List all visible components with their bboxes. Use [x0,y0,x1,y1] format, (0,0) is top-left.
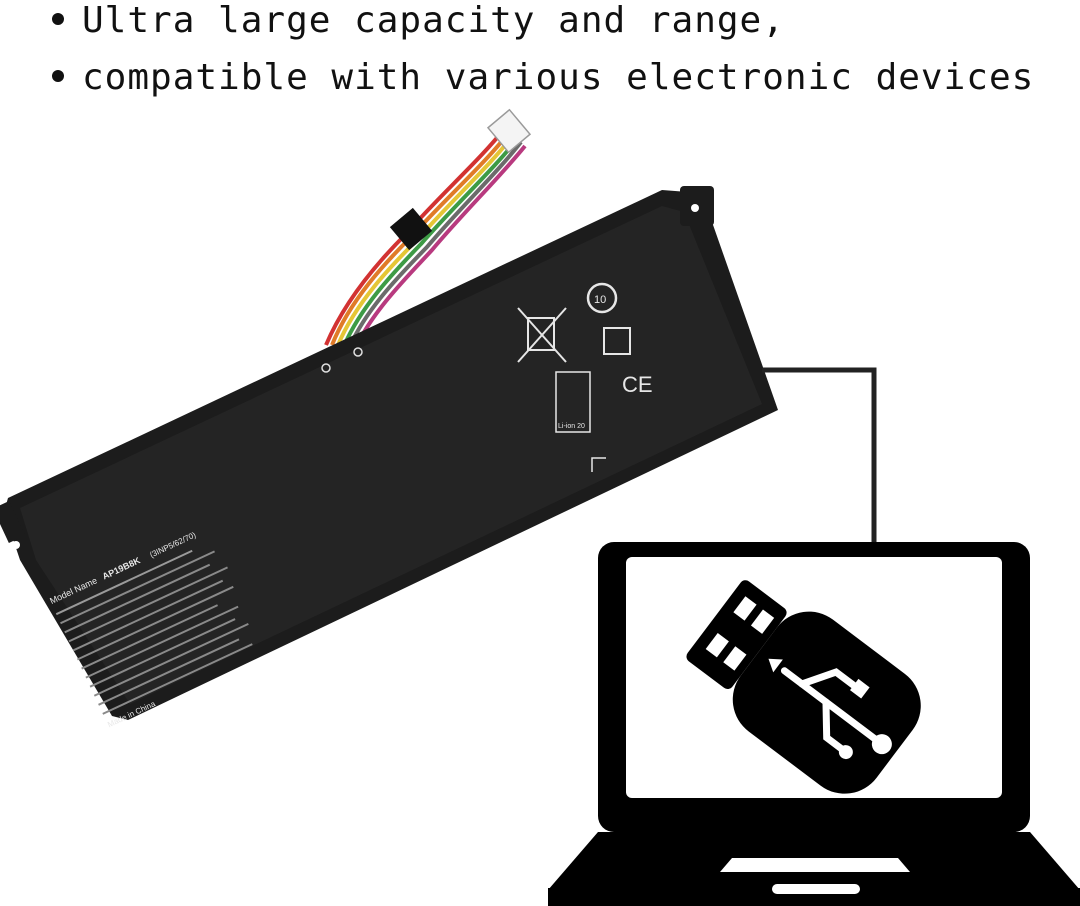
svg-text:10: 10 [594,294,606,306]
usb-symbol-icon [780,667,879,754]
battery-symbols: 10 CE Li-ion 20 [517,282,653,472]
battery-wire-harness [324,108,532,348]
usb-drive-icon [686,580,921,794]
bullet-dot-icon [52,70,64,82]
recycle-square-icon [603,327,631,355]
bullet-text-capacity: Ultra large capacity and range, [82,0,785,41]
recycle-10-icon [586,282,618,314]
li-ion-recycle-icon [555,371,591,433]
battery-image [0,186,778,720]
bullet-line-capacity: Ultra large capacity and range, [52,0,785,42]
bullet-line-compatible: compatible with various electronic devic… [52,57,1034,99]
wire-connector-plug [486,108,532,154]
weee-bin-icon [517,307,567,363]
ce-mark: CE [622,372,653,397]
bullet-dot-icon [52,13,64,25]
li-ion-recycle-text: Li-ion 20 [558,423,585,430]
bullet-text-compatible: compatible with various electronic devic… [82,57,1035,98]
